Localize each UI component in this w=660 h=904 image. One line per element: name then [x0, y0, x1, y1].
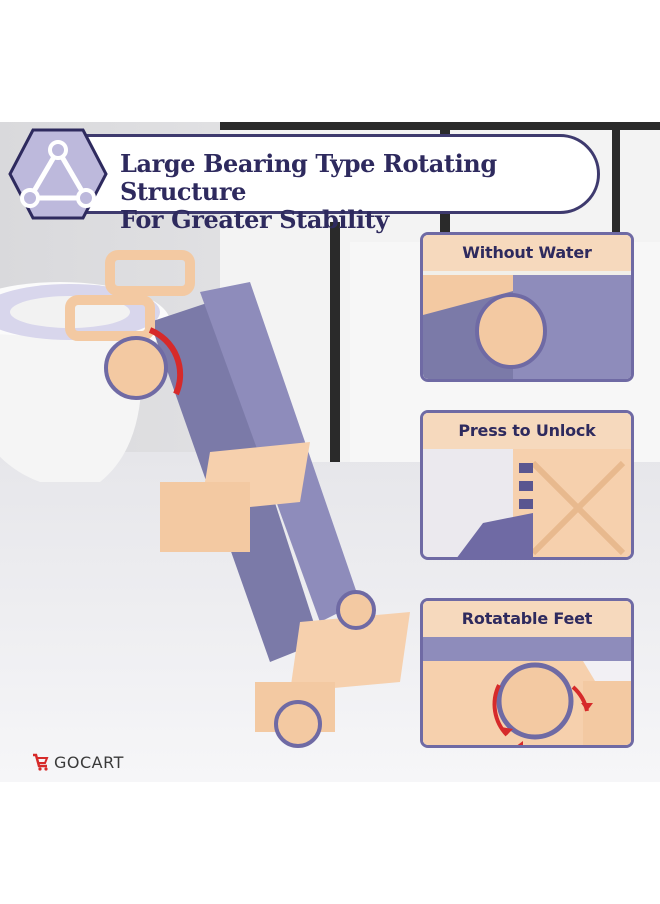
- triangle-structure-icon: [8, 128, 108, 220]
- banner-title: Large Bearing Type Rotating Structure Fo…: [120, 149, 497, 234]
- banner-pill: [48, 134, 600, 214]
- panel-rotatable-feet: Rotatable Feet: [420, 598, 634, 748]
- panel-label-rotatable-feet: Rotatable Feet: [423, 601, 631, 637]
- panel-label-press-to-unlock: Press to Unlock: [423, 413, 631, 449]
- panel-without-water: Without Water: [420, 232, 634, 382]
- cart-logo-icon: [33, 753, 49, 771]
- panel-label-without-water: Without Water: [423, 235, 631, 271]
- brand-name: GOCART: [54, 752, 124, 772]
- feature-banner: Large Bearing Type Rotating Structure Fo…: [8, 128, 604, 234]
- brand-logo: GOCART: [30, 752, 124, 772]
- panel-press-to-unlock: Press to Unlock: [420, 410, 634, 560]
